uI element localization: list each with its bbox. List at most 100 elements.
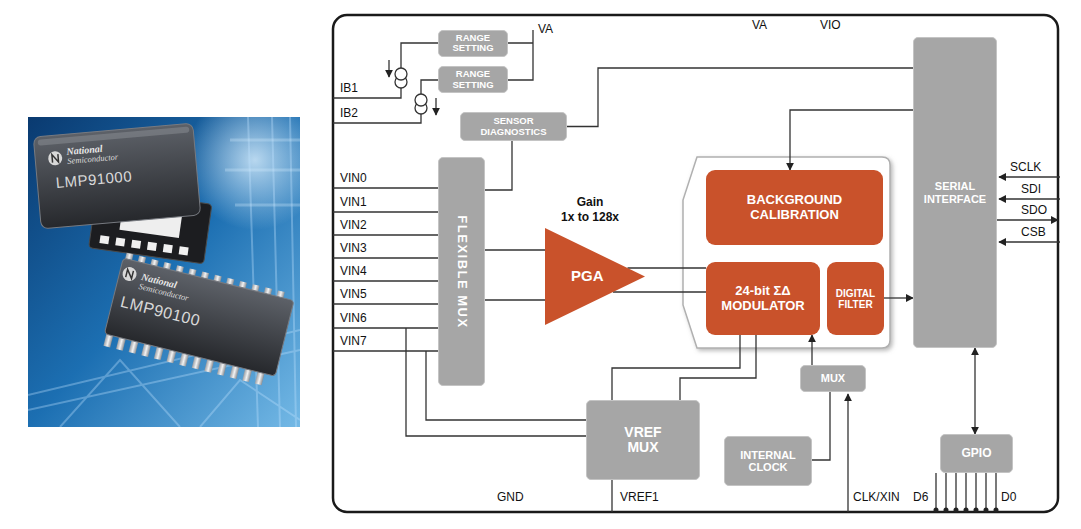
serial-pin: [999, 176, 1060, 177]
box-label: INTERNAL CLOCK: [729, 449, 807, 473]
pin-label: VIN7: [340, 335, 367, 349]
box-label: 24-bit ΣΔ MODULATOR: [714, 284, 812, 313]
chip-pad: [115, 237, 125, 246]
drawing-circle: [395, 68, 407, 80]
pin-label: VREF1: [620, 491, 659, 505]
wires: [333, 30, 1060, 512]
pin-label: VIN5: [340, 288, 367, 302]
connector: [884, 297, 913, 298]
serial-pin: [999, 241, 1060, 242]
logo-mark: [52, 154, 59, 162]
pin-dots: [934, 508, 999, 513]
pin-label: VA: [538, 23, 553, 37]
pin-label: SCLK: [1010, 161, 1041, 175]
chip-package: [101, 252, 295, 388]
wire: [611, 480, 612, 512]
input-wires: [333, 188, 438, 351]
chip-outline: [333, 15, 1058, 512]
current-source: [395, 68, 427, 114]
function-box: RANGE SETTING: [438, 66, 508, 93]
serial-pin: [997, 219, 1058, 220]
gpio-box: GPIO: [940, 434, 1013, 473]
pin-label: VIN2: [340, 219, 367, 233]
function-block: DIGITAL FILTER: [827, 262, 884, 335]
serial-pin: [999, 198, 1060, 199]
interface-box: SERIAL INTERFACE: [913, 37, 997, 348]
box-label: SENSOR DIAGNOSTICS: [465, 116, 562, 137]
connector: [485, 249, 545, 250]
chip-pad: [179, 246, 189, 255]
amplifier-shape: [545, 228, 645, 325]
function-box: RANGE SETTING: [438, 30, 508, 57]
box-label: BACKGROUND CALIBRATION: [720, 193, 869, 222]
pin-label: VIN6: [340, 312, 367, 326]
mux-box: FLEXIBLE MUX: [438, 157, 485, 386]
current-arrow: [388, 60, 389, 77]
connector: [612, 335, 740, 400]
gain-note: 1x to 128x: [561, 211, 619, 225]
pin-label: VIN4: [340, 265, 367, 279]
plant-structure: [225, 140, 300, 205]
pin-label: VA: [752, 19, 767, 33]
box-label: RANGE SETTING: [443, 69, 503, 90]
pin-label: IB2: [340, 107, 358, 121]
box-label: VREF MUX: [617, 425, 669, 456]
chip-pad: [147, 242, 157, 251]
drawing-circle: [994, 508, 999, 513]
pin-label: CLK/XIN: [853, 491, 900, 505]
pin-label: D0: [1001, 491, 1016, 505]
chip-marking: LMP90100: [119, 293, 202, 331]
chip-marking: LMP91000: [55, 167, 133, 191]
chip-marking: Semiconductor: [67, 153, 119, 167]
function-block: 24-bit ΣΔ MODULATOR: [706, 262, 820, 335]
current-arrow: [435, 98, 436, 115]
drawing-circle: [984, 508, 989, 513]
drawing-circle: [964, 508, 969, 513]
chip-pad: [99, 235, 109, 244]
wire: [508, 30, 533, 80]
pin-label: VIN0: [340, 172, 367, 186]
pin-label: GND: [497, 491, 524, 505]
drawing-circle: [944, 508, 949, 513]
connector: [485, 141, 512, 190]
chip-highlight: [38, 127, 190, 146]
box-label: RANGE SETTING: [443, 33, 503, 54]
clock-input: [847, 394, 848, 512]
chip-pad: [131, 240, 141, 249]
function-block: BACKGROUND CALIBRATION: [706, 170, 883, 245]
product-photo: [28, 117, 300, 427]
pin-label: VIO: [820, 19, 841, 33]
connector: [485, 299, 545, 300]
wire: [421, 80, 438, 94]
connector: [974, 348, 975, 434]
pin-label: SDI: [1021, 183, 1041, 197]
box-label: DIGITAL FILTER: [829, 288, 882, 310]
box-label: PGA: [571, 268, 604, 285]
box-label: GPIO: [961, 447, 991, 460]
pin-label: IB1: [340, 82, 358, 96]
mux-box: VREF MUX: [586, 400, 700, 480]
pin-label: D6: [913, 491, 928, 505]
pin-label: VIN3: [340, 242, 367, 256]
amplifier-triangle: PGA: [545, 228, 645, 325]
connector: [811, 335, 812, 365]
connector: [790, 110, 913, 170]
chip-body: [104, 258, 294, 376]
chip-pad: [163, 244, 173, 253]
logo-mark: [121, 266, 138, 283]
wire: [401, 43, 438, 68]
pin-label: SDO: [1021, 204, 1047, 218]
pin-label: VIN1: [340, 196, 367, 210]
connector: [613, 291, 706, 292]
function-box: SENSOR DIAGNOSTICS: [460, 112, 567, 141]
chip-package: [33, 123, 200, 229]
drawing-circle: [954, 508, 959, 513]
pin-label: CSB: [1021, 226, 1046, 240]
box-label: SERIAL INTERFACE: [918, 180, 992, 204]
connector: [812, 392, 830, 460]
connector: [567, 68, 913, 127]
converter-panel: [683, 157, 890, 348]
box-label: MUX: [821, 372, 845, 384]
